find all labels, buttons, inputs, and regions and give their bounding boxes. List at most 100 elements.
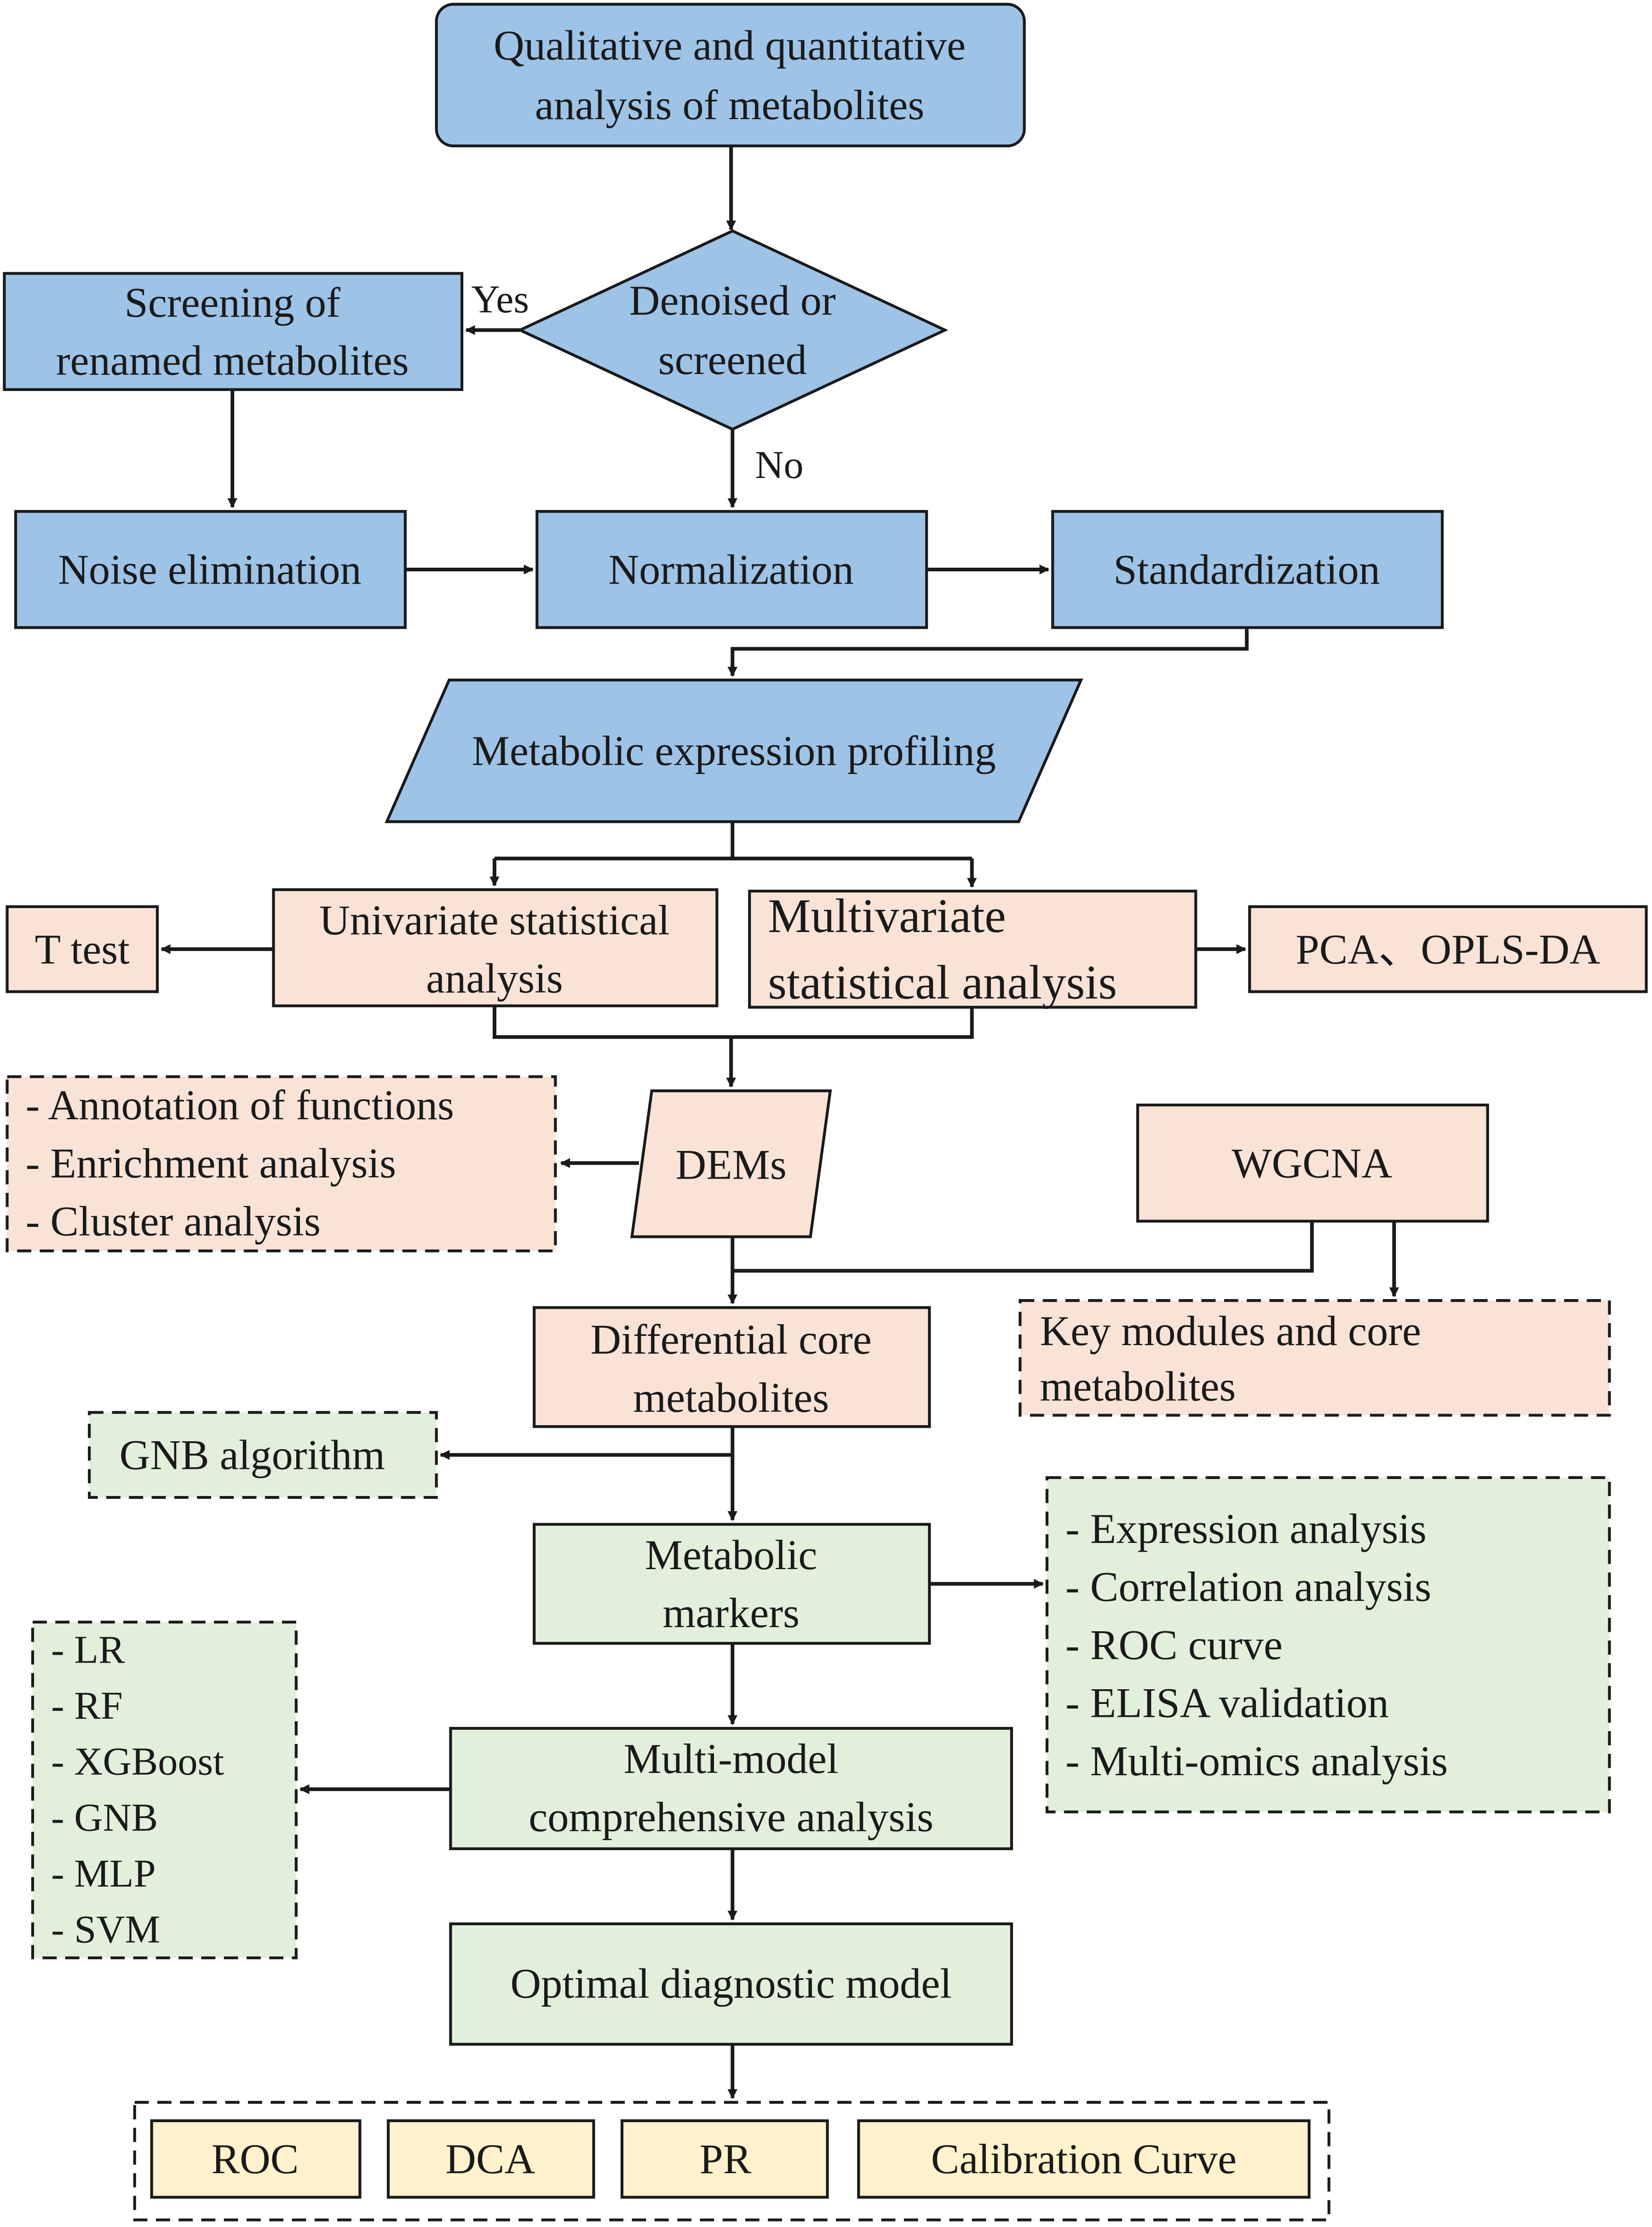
node-screening-label: Screening of renamed metabolites (56, 279, 409, 384)
node-analyses-label: - Expression analysis - Correlation analy… (1065, 1505, 1448, 1784)
node-analyses-line-5: - Multi-omics analysis (1065, 1738, 1448, 1784)
node-noise-shape (14, 510, 407, 629)
node-normalization-label: Normalization (608, 546, 854, 593)
node-core-label: Differential core metabolites (591, 1316, 872, 1421)
node-keymodules-label: Key modules and core metabolites (1040, 1307, 1422, 1410)
node-functions-shape (6, 1075, 557, 1253)
node-decision-line-2: screened (658, 336, 807, 383)
node-calibration-label: Calibration Curve (931, 2135, 1237, 2182)
node-multivariate-shape (748, 889, 1197, 1009)
node-analyses-line-2: - Correlation analysis (1065, 1563, 1431, 1610)
node-models-line-4: - GNB (51, 1795, 158, 1839)
connector-18 (732, 1221, 1314, 1273)
node-gnb-line-1: GNB algorithm (120, 1432, 385, 1479)
node-dca-shape (386, 2119, 595, 2199)
node-univariate-line-2: analysis (426, 955, 563, 1001)
node-optimal-line-1: Optimal diagnostic model (510, 1960, 952, 2007)
node-core-line-1: Differential core (591, 1316, 872, 1363)
node-ttest-label: T test (35, 926, 130, 973)
node-standardization-shape (1051, 510, 1444, 629)
node-noise-line-1: Noise elimination (58, 546, 361, 593)
node-multimodel-line-1: Multi-model (624, 1735, 839, 1782)
shapes (3, 3, 1648, 2221)
node-profiling-label: Metabolic expression profiling (472, 727, 996, 774)
node-keymodules-line-1: Key modules and core (1040, 1307, 1422, 1354)
node-models-line-1: - LR (51, 1627, 125, 1671)
node-pr-shape (620, 2119, 829, 2199)
node-univariate-line-1: Univariate statistical (319, 897, 670, 944)
labels: Qualitative and quantitative analysis of … (26, 22, 1600, 2183)
edge-label-yes: Yes (471, 277, 529, 321)
node-keymodules-shape (1019, 1299, 1611, 1417)
node-markers-line-1: Metabolic (645, 1531, 817, 1578)
node-core-line-2: metabolites (633, 1374, 829, 1421)
node-models-line-2: - RF (51, 1683, 123, 1727)
node-pca-label: PCA、OPLS-DA (1295, 926, 1600, 973)
edge-label-no: No (755, 443, 803, 487)
node-dems-label: DEMs (676, 1141, 787, 1188)
node-decision-line-1: Denoised or (629, 277, 836, 324)
node-pr-line-1: PR (699, 2135, 751, 2182)
connectors (161, 146, 1399, 2099)
node-functions-line-1: - Annotation of functions (26, 1082, 454, 1128)
node-multimodel-line-2: comprehensive analysis (529, 1793, 933, 1840)
node-functions-line-2: - Enrichment analysis (26, 1139, 396, 1186)
node-multivariate-line-1: Multivariate (768, 889, 1006, 943)
node-functions-line-3: - Cluster analysis (26, 1198, 321, 1245)
node-roc-shape (150, 2119, 362, 2199)
node-standardization-line-1: Standardization (1113, 546, 1380, 593)
connector-14 (492, 1006, 974, 1039)
node-pca-line-1: PCA、OPLS-DA (1295, 926, 1600, 973)
node-analyses-line-1: - Expression analysis (1065, 1505, 1427, 1552)
node-models-label: - LR- RF- XGBoost- GNB- MLP- SVM (51, 1627, 224, 1951)
connector-7 (727, 627, 1249, 677)
node-dems-shape (630, 1089, 832, 1238)
node-core-shape (533, 1306, 931, 1428)
node-multimodel-label: Multi-model comprehensive analysis (529, 1735, 933, 1840)
node-univariate-label: Univariate statistical analysis (319, 897, 670, 1001)
node-multimodel-shape (449, 1726, 1013, 1850)
node-keymodules-line-2: metabolites (1040, 1363, 1236, 1410)
node-dems-line-1: DEMs (676, 1141, 787, 1188)
node-roc-label: ROC (211, 2135, 299, 2182)
node-analyses-line-3: - ROC curve (1065, 1621, 1283, 1668)
node-wgcna-line-1: WGCNA (1232, 1139, 1392, 1186)
node-profiling-line-1: Metabolic expression profiling (472, 727, 996, 774)
node-calibration-shape (857, 2119, 1311, 2199)
node-decision-shape (517, 229, 949, 431)
node-markers-shape (533, 1523, 931, 1645)
node-models-line-6: - SVM (51, 1907, 160, 1951)
node-functions-label: - Annotation of functions - Enrichment an… (26, 1082, 454, 1245)
node-optimal-label: Optimal diagnostic model (510, 1960, 952, 2007)
node-univariate-shape (272, 888, 719, 1007)
node-gnb-shape (88, 1411, 438, 1499)
node-noise-label: Noise elimination (58, 546, 361, 593)
node-pca-shape (1248, 905, 1648, 993)
node-markers-label: Metabolic markers (645, 1531, 817, 1636)
node-models-line-5: - MLP (51, 1851, 156, 1895)
node-standardization-label: Standardization (1113, 546, 1380, 593)
node-normalization-line-1: Normalization (608, 546, 854, 593)
node-analyses-line-4: - ELISA validation (1065, 1680, 1389, 1726)
evaluation-container (133, 2100, 1330, 2221)
node-gnb-label: GNB algorithm (120, 1432, 385, 1479)
node-screening-line-2: renamed metabolites (56, 337, 409, 384)
node-pr-label: PR (699, 2135, 751, 2182)
node-screening-shape (3, 272, 464, 391)
node-profiling-shape (385, 679, 1083, 823)
node-decision-label: Denoised or screened (629, 277, 836, 383)
node-optimal-shape (449, 1922, 1013, 2046)
node-screening-line-1: Screening of (124, 279, 340, 326)
node-qualitative-line-2: analysis of metabolites (535, 81, 925, 128)
node-calibration-line-1: Calibration Curve (931, 2135, 1237, 2182)
node-analyses-shape (1045, 1476, 1611, 1813)
node-wgcna-shape (1136, 1103, 1489, 1223)
node-wgcna-label: WGCNA (1232, 1139, 1392, 1186)
node-qualitative-line-1: Qualitative and quantitative (494, 22, 966, 69)
node-dca-line-1: DCA (445, 2135, 535, 2182)
node-normalization-shape (535, 510, 928, 629)
node-ttest-shape (6, 905, 159, 993)
node-markers-line-2: markers (662, 1589, 800, 1636)
